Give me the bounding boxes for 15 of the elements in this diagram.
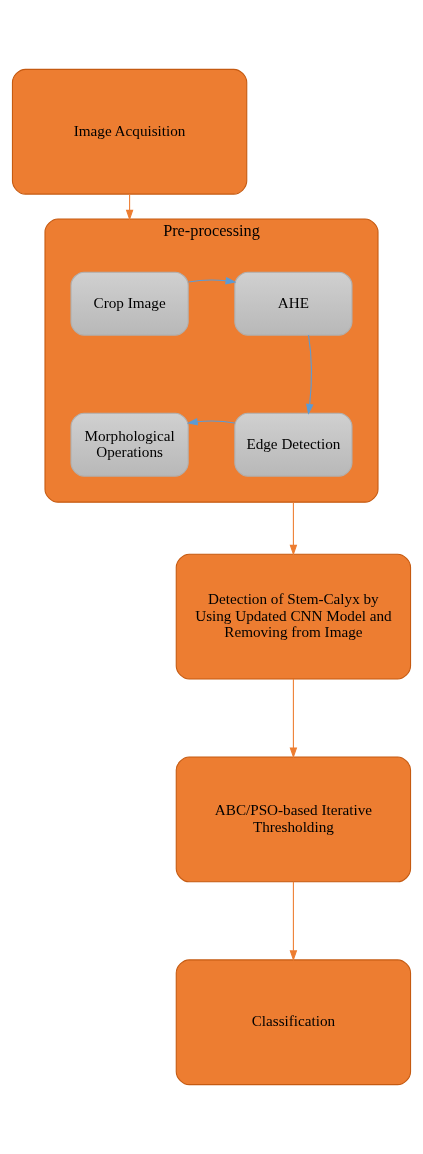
arrow xyxy=(187,277,237,285)
node-box: Edge Detection xyxy=(234,412,353,477)
node-box: Image Acquisition xyxy=(11,68,248,195)
arrow xyxy=(125,193,134,221)
arrow xyxy=(289,678,298,759)
arrow xyxy=(186,417,236,426)
node-box: Morphological Operations xyxy=(70,412,189,477)
arrow xyxy=(305,334,314,415)
arrow xyxy=(289,881,298,962)
node-box: AHE xyxy=(234,271,353,336)
node-box: Crop Image xyxy=(70,271,189,336)
node-box: Detection of Stem-Calyx by Using Updated CNN Model and Removing from Image xyxy=(175,553,412,680)
arrow xyxy=(289,501,298,556)
node-box: Classification xyxy=(175,959,412,1086)
node-box: ABC/PSO-based Iterative Thresholding xyxy=(175,756,412,883)
